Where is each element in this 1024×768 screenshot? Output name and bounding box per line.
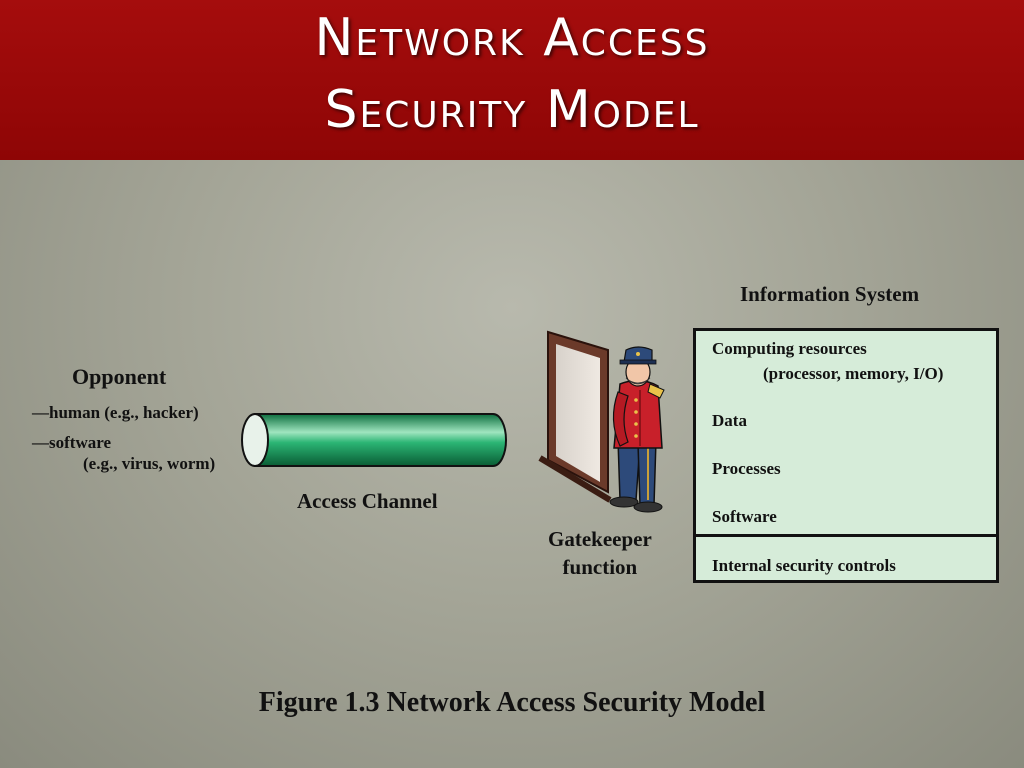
info-item-computing-resources-detail: (processor, memory, I/O) xyxy=(763,364,944,383)
opponent-item-software-examples: (e.g., virus, worm) xyxy=(83,454,216,473)
info-item-computing-resources: Computing resources xyxy=(712,339,867,358)
info-item-data: Data xyxy=(712,411,747,430)
opponent-item-human: —human (e.g., hacker) xyxy=(32,403,199,422)
info-item-software: Software xyxy=(712,507,777,526)
access-channel-label: Access Channel xyxy=(297,489,438,513)
gatekeeper-label-line-2: function xyxy=(562,555,638,579)
information-system-title: Information System xyxy=(740,282,920,306)
title-bar: Network Access Security Model xyxy=(0,0,1024,160)
gatekeeper-figure-icon xyxy=(609,346,665,513)
opponent-item-software: —software xyxy=(32,433,111,452)
information-system-box: Computing resources (processor, memory, … xyxy=(693,328,999,583)
info-box-divider xyxy=(696,534,996,537)
access-channel-pipe xyxy=(241,413,507,467)
info-item-internal-security-controls: Internal security controls xyxy=(712,556,896,575)
gatekeeper-label: Gatekeeper function xyxy=(548,525,652,581)
slide-title-line-1: Network Access xyxy=(314,8,710,68)
opponent-heading: Opponent xyxy=(72,364,167,389)
gatekeeper-label-line-1: Gatekeeper xyxy=(548,527,652,551)
door-icon xyxy=(538,330,612,503)
slide-title-line-2: Security Model xyxy=(324,80,700,140)
info-item-processes: Processes xyxy=(712,459,781,478)
figure-caption: Figure 1.3 Network Access Security Model xyxy=(258,687,766,718)
